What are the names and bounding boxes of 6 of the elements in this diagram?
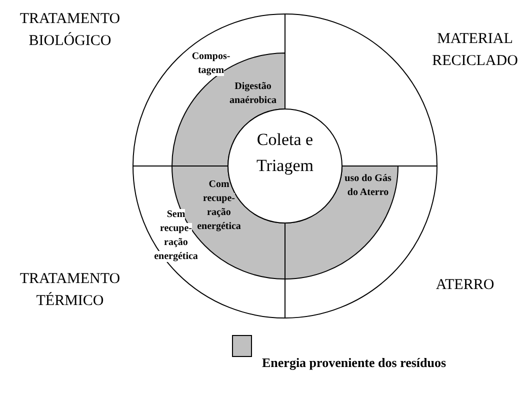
legend-text: Energia proveniente dos resíduos — [262, 355, 446, 371]
category-label: TRATAMENTO TÉRMICO — [18, 270, 122, 311]
category-label: MATERIAL RECICLADO — [431, 30, 519, 71]
category-label: TRATAMENTO BIOLÓGICO — [18, 10, 122, 51]
center-label: Coleta e Triagem — [240, 127, 330, 179]
category-label: ATERRO — [434, 276, 496, 295]
